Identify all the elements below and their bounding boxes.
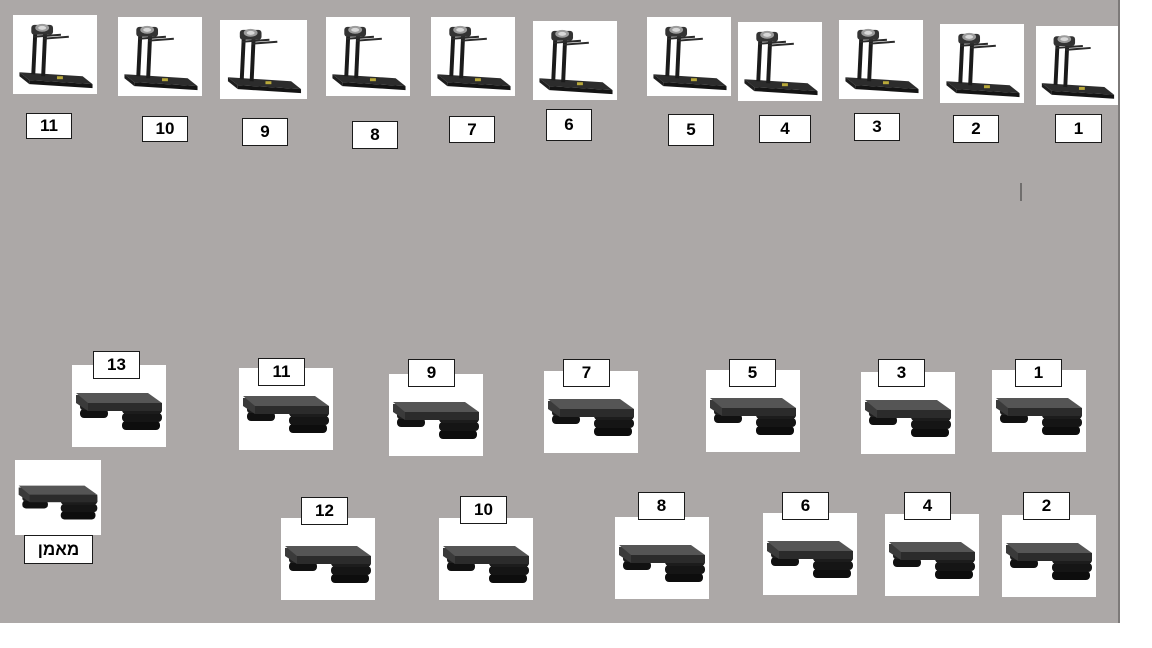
floor-edge xyxy=(1118,0,1120,623)
stepper-label: 10 xyxy=(460,496,507,524)
treadmill-icon xyxy=(940,24,1024,103)
treadmill-icon xyxy=(118,17,202,96)
treadmill-icon xyxy=(647,17,731,96)
treadmill-label: 2 xyxy=(953,115,999,143)
treadmill-icon xyxy=(1036,26,1118,105)
stepper-label: 1 xyxy=(1015,359,1062,387)
treadmill-label: 4 xyxy=(759,115,811,143)
treadmill-label: 7 xyxy=(449,116,495,143)
treadmill-label: 6 xyxy=(546,109,592,141)
stepper-label: 12 xyxy=(301,497,348,525)
stepper-label: 11 xyxy=(258,358,305,386)
treadmill-icon xyxy=(220,20,307,99)
stepper-icon xyxy=(15,460,101,535)
treadmill-label: 9 xyxy=(242,118,288,146)
stepper-label: 7 xyxy=(563,359,610,387)
treadmill-label: 11 xyxy=(26,113,72,139)
treadmill-icon xyxy=(326,17,410,96)
treadmill-label: 10 xyxy=(142,116,188,142)
stepper-label: 3 xyxy=(878,359,925,387)
stepper-icon xyxy=(763,513,857,595)
treadmill-icon xyxy=(738,22,822,101)
stepper-icon xyxy=(885,514,979,596)
stepper-icon xyxy=(615,517,709,599)
treadmill-icon xyxy=(431,17,515,96)
stepper-label: 9 xyxy=(408,359,455,387)
stepper-icon xyxy=(1002,515,1096,597)
stepper-label: 5 xyxy=(729,359,776,387)
treadmill-label: 5 xyxy=(668,114,714,146)
treadmill-icon xyxy=(13,15,97,94)
stepper-label: 2 xyxy=(1023,492,1070,520)
stepper-label: 4 xyxy=(904,492,951,520)
stepper-label: 8 xyxy=(638,492,685,520)
stepper-label: 6 xyxy=(782,492,829,520)
trainer-label: מאמן xyxy=(24,535,93,564)
stepper-icon xyxy=(439,518,533,600)
treadmill-label: 3 xyxy=(854,113,900,141)
stepper-icon xyxy=(389,374,483,456)
stray-mark xyxy=(1020,183,1022,201)
stepper-icon xyxy=(281,518,375,600)
treadmill-icon xyxy=(839,20,923,99)
treadmill-icon xyxy=(533,21,617,100)
treadmill-label: 1 xyxy=(1055,114,1102,143)
stepper-label: 13 xyxy=(93,351,140,379)
treadmill-label: 8 xyxy=(352,121,398,149)
